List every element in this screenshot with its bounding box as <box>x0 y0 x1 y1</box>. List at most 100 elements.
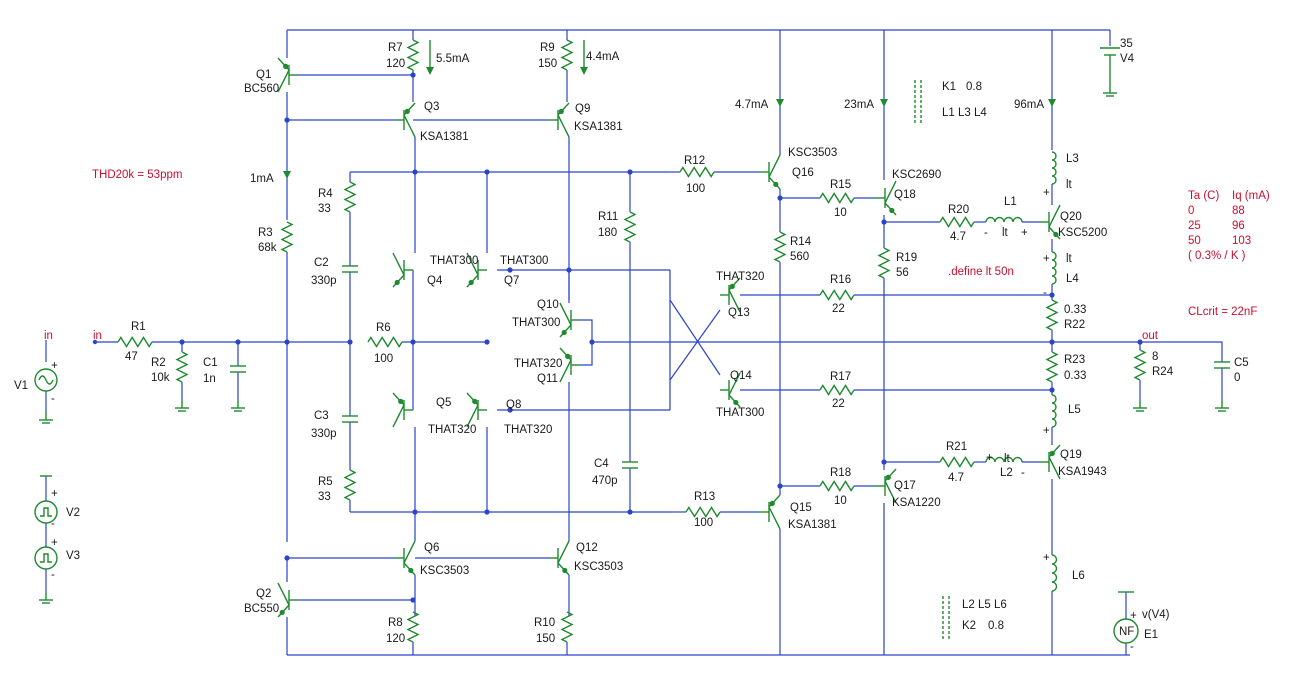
resistor-zigzag <box>280 221 294 253</box>
resistor-value: 47 <box>125 351 138 363</box>
transistor <box>392 392 413 428</box>
ground-symbol <box>39 412 53 424</box>
inductor-name: L1 <box>1004 196 1017 208</box>
resistor-zigzag <box>939 216 975 228</box>
transistor-part: KSA1381 <box>574 121 623 133</box>
inductor-value: lt <box>1066 253 1073 265</box>
resistor <box>1045 299 1059 331</box>
capacitor-value: 0 <box>1234 372 1240 384</box>
resistor-value: 100 <box>686 183 705 195</box>
voltage-source <box>34 546 58 570</box>
pin-minus: - <box>51 569 55 581</box>
voltage-source <box>34 368 58 392</box>
transistor-part: KSA1381 <box>788 519 837 531</box>
resistor <box>773 231 787 263</box>
resistor <box>117 336 153 348</box>
resistor-zigzag <box>685 506 721 518</box>
resistor <box>406 39 420 71</box>
transistor-name: Q16 <box>792 167 814 179</box>
resistor-name: R21 <box>946 441 967 453</box>
pin-minus: - <box>1021 467 1025 479</box>
transistor-part: KSC2690 <box>892 169 941 181</box>
current-label-q20: 96mA <box>1014 99 1044 111</box>
resistor-name: R7 <box>388 42 403 54</box>
transistor-name: Q1 <box>256 69 271 81</box>
current-label-r7: 5.5mA <box>436 53 470 65</box>
transistor-part: THAT300 <box>500 255 548 267</box>
source-expression: v(V4) <box>1142 609 1170 621</box>
transistor <box>277 57 298 93</box>
transistor-collector <box>1048 204 1061 228</box>
current-arrow <box>1048 99 1056 107</box>
pulse-glyph <box>40 507 52 517</box>
resistor-name: R17 <box>830 371 851 383</box>
terminal <box>92 339 98 345</box>
current-arrow <box>776 99 784 107</box>
resistor-zigzag <box>560 39 574 71</box>
resistor-value: 120 <box>386 58 405 70</box>
pin-plus: + <box>1043 552 1050 564</box>
ground-symbol <box>175 400 189 412</box>
coupling-name: K1 <box>942 81 956 93</box>
transistor-collector <box>557 114 570 138</box>
transistor-collector <box>466 404 479 428</box>
transistor-name: Q13 <box>728 307 750 319</box>
resistor-value: 10k <box>151 372 170 384</box>
emitter-arrow <box>565 353 571 359</box>
transistor-part: KSA1943 <box>1058 466 1107 478</box>
resistor-value: 22 <box>832 398 845 410</box>
pin-plus: + <box>1043 187 1050 199</box>
resistor <box>819 480 855 492</box>
coupling-value: 0.8 <box>966 81 982 93</box>
resistor <box>560 611 574 643</box>
transistor-collector <box>277 582 290 606</box>
table-header-ta: Ta (C) <box>1188 190 1219 202</box>
table-row-ta: 50 <box>1188 235 1201 247</box>
resistor <box>939 456 975 468</box>
transistor-collector <box>557 540 570 564</box>
resistor-name: R11 <box>598 211 618 223</box>
inductor-name: L5 <box>1068 404 1081 416</box>
transistor-part: THAT320 <box>716 271 764 283</box>
source-name: V2 <box>66 507 80 519</box>
current-arrow <box>283 171 291 179</box>
clcrit-annotation: CLcrit = 22nF <box>1188 306 1257 318</box>
inductor <box>1051 251 1057 285</box>
transistor-part: BC560 <box>244 83 279 95</box>
capacitor <box>1214 361 1230 369</box>
resistor-zigzag <box>773 231 787 263</box>
resistor-zigzag <box>343 181 357 213</box>
transistor-part: KSC3503 <box>420 565 469 577</box>
resistor <box>819 192 855 204</box>
capacitor-value: 1n <box>203 373 216 385</box>
inductor <box>1051 554 1058 592</box>
sine-glyph <box>38 375 54 385</box>
transistor <box>549 102 570 138</box>
transistor-name: Q19 <box>1060 449 1082 461</box>
transistor-name: Q14 <box>730 370 752 382</box>
resistor-value: 56 <box>896 267 909 279</box>
source-name: E1 <box>1144 629 1158 641</box>
pin-plus: + <box>1130 610 1137 622</box>
resistor-value: 100 <box>694 517 713 529</box>
emitter-arrow <box>408 567 414 574</box>
resistor-name: R23 <box>1064 354 1085 366</box>
transistor-name: Q17 <box>894 480 916 492</box>
capacitor-name: C3 <box>314 410 329 422</box>
transistor-collector <box>1048 456 1061 480</box>
transistor-collector <box>884 480 897 504</box>
inductor-coil <box>1051 251 1057 285</box>
resistor-zigzag <box>406 39 420 71</box>
capacitor-name: C4 <box>594 458 609 470</box>
resistor-zigzag <box>939 456 975 468</box>
junction-dot <box>507 267 513 273</box>
ground-symbol <box>1133 400 1147 412</box>
inductor-value: lt <box>1004 453 1011 465</box>
inductor-name: L4 <box>1066 273 1079 285</box>
resistor <box>819 289 855 301</box>
resistor-name: R9 <box>540 42 555 54</box>
resistor-zigzag <box>679 166 715 178</box>
pin-plus: + <box>51 537 58 549</box>
